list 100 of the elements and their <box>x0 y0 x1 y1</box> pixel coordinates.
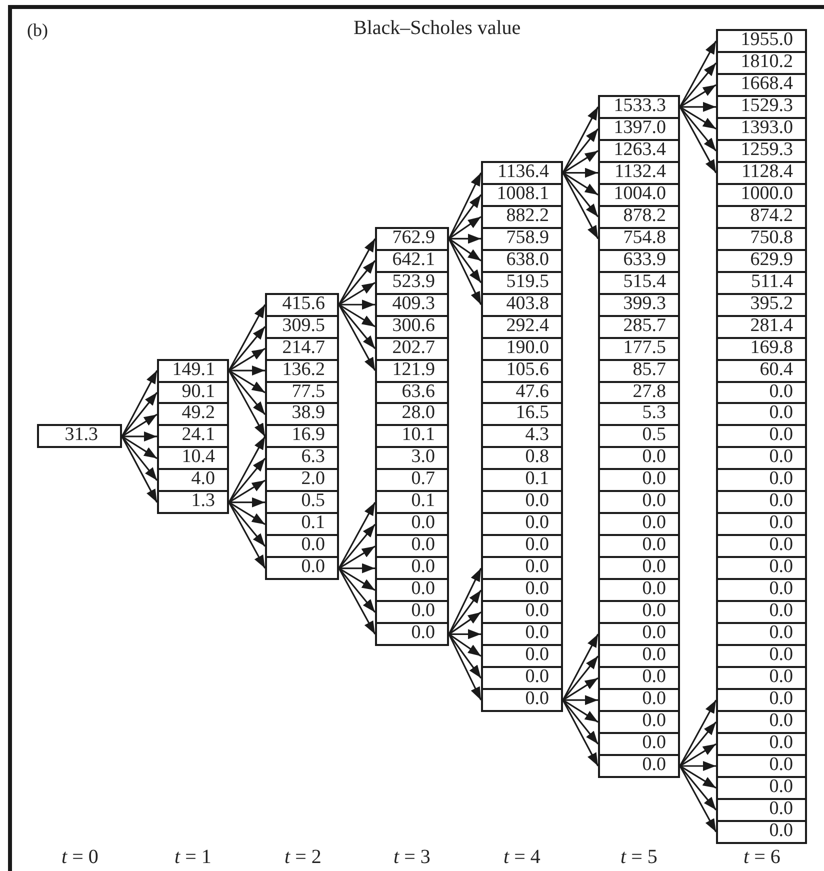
arrow <box>228 370 266 394</box>
arrow <box>338 546 376 569</box>
value-cell: 1529.3 <box>716 94 807 119</box>
arrow <box>121 436 158 503</box>
arrow <box>449 629 481 640</box>
arrow <box>228 502 266 547</box>
arrow <box>680 102 716 112</box>
value-cell: 1000.0 <box>716 182 807 207</box>
arrow <box>562 700 599 766</box>
time-label: t = 1 <box>174 846 212 868</box>
value-cell: 0.0 <box>716 644 807 668</box>
value-cell: 49.2 <box>157 402 229 426</box>
arrow <box>562 677 598 701</box>
value-cell: 0.0 <box>716 622 807 646</box>
value-cell: 0.0 <box>598 666 680 690</box>
time-label: t = 4 <box>504 846 540 868</box>
arrow <box>563 695 598 706</box>
value-cell: 1008.1 <box>481 182 563 207</box>
arrow <box>338 568 376 613</box>
arrow <box>228 304 266 371</box>
arrow <box>448 634 482 657</box>
value-cell: 0.0 <box>598 534 680 558</box>
arrow <box>228 370 266 437</box>
arrow <box>680 743 716 767</box>
value-cell: 758.9 <box>481 226 563 251</box>
value-cell: 281.4 <box>716 314 807 339</box>
value-cell: 1128.4 <box>716 160 807 185</box>
value-cell: 0.0 <box>598 600 680 624</box>
value-cell: 0.0 <box>716 820 807 844</box>
value-cell: 0.0 <box>265 534 339 558</box>
value-cell: 0.0 <box>716 578 807 602</box>
value-cell: 1533.3 <box>598 94 680 119</box>
value-cell: 0.0 <box>598 644 680 668</box>
value-cell: 0.0 <box>716 446 807 470</box>
value-cell: 0.0 <box>481 534 563 558</box>
value-cell: 149.1 <box>157 358 229 383</box>
arrow <box>680 106 716 130</box>
value-cell: 1004.0 <box>598 182 680 207</box>
value-cell: 285.7 <box>598 314 680 339</box>
value-cell: 0.0 <box>375 622 449 646</box>
value-cell: 0.0 <box>716 600 807 624</box>
value-cell: 214.7 <box>265 336 339 361</box>
value-cell: 1668.4 <box>716 72 807 97</box>
value-cell: 519.5 <box>481 270 563 295</box>
value-cell: 0.0 <box>375 534 449 558</box>
arrow <box>338 282 376 306</box>
arrow <box>562 634 599 700</box>
arrow <box>229 497 265 508</box>
arrow <box>338 304 376 371</box>
value-cell: 0.0 <box>716 402 807 426</box>
arrow <box>121 370 158 437</box>
arrow <box>562 172 599 240</box>
arrow <box>228 370 266 415</box>
value-cell: 190.0 <box>481 336 563 361</box>
value-cell: 121.9 <box>375 358 449 383</box>
value-cell: 638.0 <box>481 248 563 273</box>
value-cell: 415.6 <box>265 292 339 317</box>
arrow <box>338 502 376 569</box>
value-cell: 1397.0 <box>598 116 680 141</box>
arrow <box>228 348 266 372</box>
arrow <box>448 172 482 240</box>
value-cell: 0.0 <box>716 754 807 778</box>
value-cell: 0.0 <box>716 688 807 712</box>
value-cell: 169.8 <box>716 336 807 361</box>
value-cell: 0.7 <box>375 468 449 492</box>
value-cell: 1393.0 <box>716 116 807 141</box>
arrow <box>339 563 375 574</box>
arrow <box>563 168 598 178</box>
arrow <box>228 326 266 372</box>
value-cell: 511.4 <box>716 270 807 295</box>
value-cell: 16.9 <box>265 424 339 448</box>
arrow <box>448 238 482 284</box>
value-cell: 300.6 <box>375 314 449 339</box>
value-cell: 0.0 <box>716 666 807 690</box>
arrow <box>228 502 266 569</box>
value-cell: 0.0 <box>716 710 807 734</box>
value-cell: 0.0 <box>598 732 680 756</box>
arrow <box>562 128 599 174</box>
value-cell: 0.5 <box>598 424 680 448</box>
value-cell: 105.6 <box>481 358 563 383</box>
arrow <box>448 612 482 635</box>
value-cell: 0.0 <box>716 512 807 536</box>
arrow <box>448 590 482 635</box>
value-cell: 878.2 <box>598 204 680 229</box>
arrow <box>122 436 158 460</box>
value-cell: 0.0 <box>598 446 680 470</box>
value-cell: 24.1 <box>157 424 229 448</box>
value-cell: 0.0 <box>481 556 563 580</box>
value-cell: 0.0 <box>716 776 807 800</box>
arrow <box>562 106 599 174</box>
arrow <box>448 568 482 635</box>
value-cell: 0.1 <box>265 512 339 536</box>
value-cell: 309.5 <box>265 314 339 339</box>
value-cell: 523.9 <box>375 270 449 295</box>
value-cell: 1132.4 <box>598 160 680 185</box>
arrow <box>448 194 482 240</box>
arrow <box>562 172 599 218</box>
value-cell: 85.7 <box>598 358 680 383</box>
value-cell: 0.0 <box>598 710 680 734</box>
arrow <box>338 304 376 350</box>
